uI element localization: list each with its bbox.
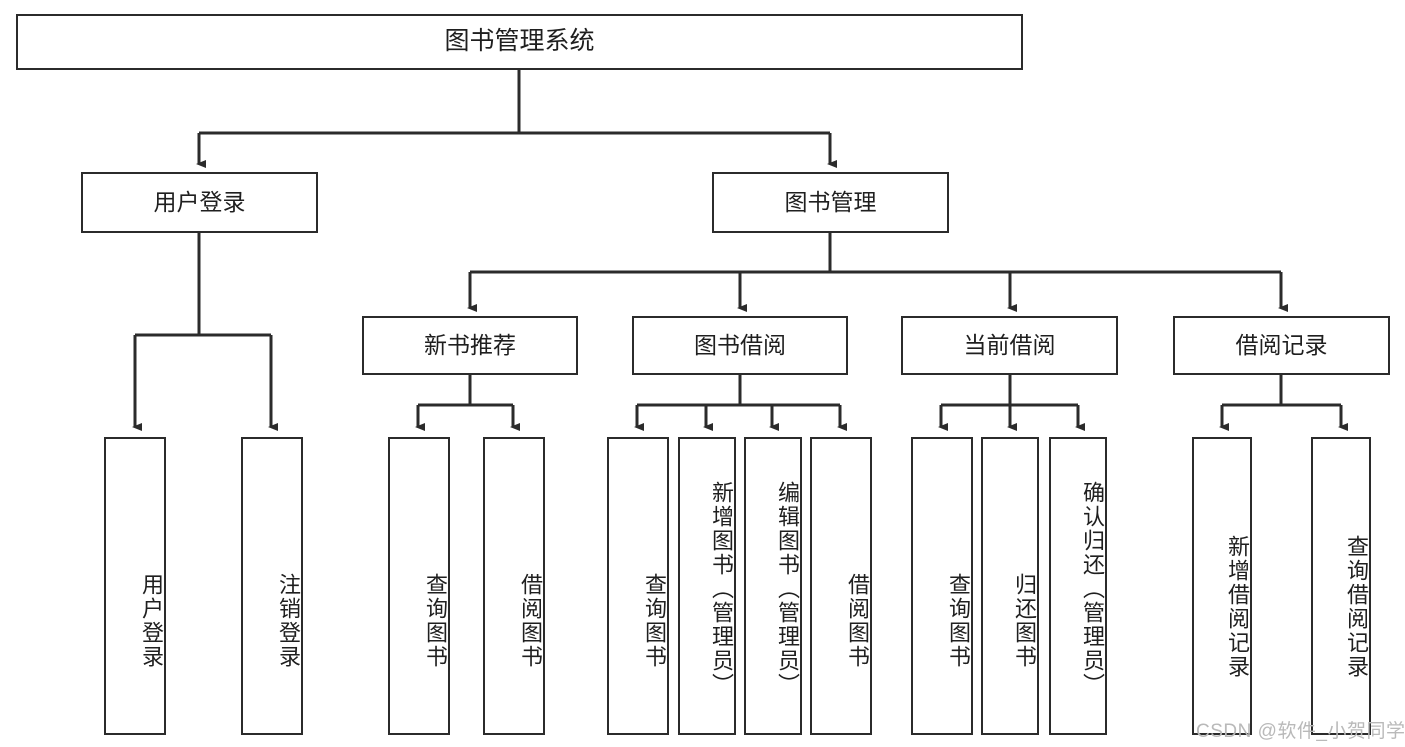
node-label: 当前借阅 [963, 331, 1056, 358]
leaf-label: 注销登录 [276, 573, 301, 669]
leaf-query-book-current[interactable]: 查询图书 [911, 437, 973, 735]
leaf-return-book[interactable]: 归还图书 [981, 437, 1039, 735]
leaf-borrow-book-recommend[interactable]: 借阅图书 [483, 437, 545, 735]
node-user-login[interactable]: 用户登录 [81, 172, 318, 233]
node-label: 借阅记录 [1235, 331, 1328, 358]
leaf-label: 新增图书（管理员） [709, 481, 734, 697]
node-label: 新书推荐 [424, 331, 516, 358]
node-label: 图书借阅 [694, 331, 786, 358]
leaf-borrow-book[interactable]: 借阅图书 [810, 437, 872, 735]
leaf-label: 确认归还（管理员） [1080, 481, 1105, 697]
leaf-query-book-borrow[interactable]: 查询图书 [607, 437, 669, 735]
watermark-credit: CSDN @软件_小贺同学 [1196, 721, 1405, 742]
leaf-label: 借阅图书 [845, 573, 870, 669]
leaf-user-login[interactable]: 用户登录 [104, 437, 166, 735]
leaf-add-book-admin[interactable]: 新增图书（管理员） [678, 437, 736, 735]
leaf-edit-book-admin[interactable]: 编辑图书（管理员） [744, 437, 802, 735]
leaf-label: 新增借阅记录 [1225, 535, 1250, 679]
leaf-query-book-recommend[interactable]: 查询图书 [388, 437, 450, 735]
leaf-label: 查询图书 [946, 573, 971, 669]
node-new-book-recommend[interactable]: 新书推荐 [362, 316, 578, 375]
node-label: 用户登录 [153, 188, 246, 215]
leaf-label: 查询借阅记录 [1344, 535, 1369, 679]
leaf-label: 借阅图书 [518, 573, 543, 669]
leaf-label: 查询图书 [423, 573, 448, 669]
leaf-label: 用户登录 [139, 573, 164, 669]
node-current-borrow[interactable]: 当前借阅 [901, 316, 1118, 375]
leaf-confirm-return-admin[interactable]: 确认归还（管理员） [1049, 437, 1107, 735]
leaf-user-logout[interactable]: 注销登录 [241, 437, 303, 735]
node-root-book-management-system[interactable]: 图书管理系统 [16, 14, 1023, 70]
node-book-borrow[interactable]: 图书借阅 [632, 316, 848, 375]
node-borrow-record[interactable]: 借阅记录 [1173, 316, 1390, 375]
leaf-label: 归还图书 [1012, 573, 1037, 669]
leaf-label: 编辑图书（管理员） [775, 481, 800, 697]
leaf-query-borrow-record[interactable]: 查询借阅记录 [1311, 437, 1371, 735]
leaf-label: 查询图书 [642, 573, 667, 669]
leaf-add-borrow-record[interactable]: 新增借阅记录 [1192, 437, 1252, 735]
node-label: 图书管理系统 [444, 27, 595, 56]
node-label: 图书管理 [784, 188, 877, 215]
node-book-management[interactable]: 图书管理 [712, 172, 949, 233]
